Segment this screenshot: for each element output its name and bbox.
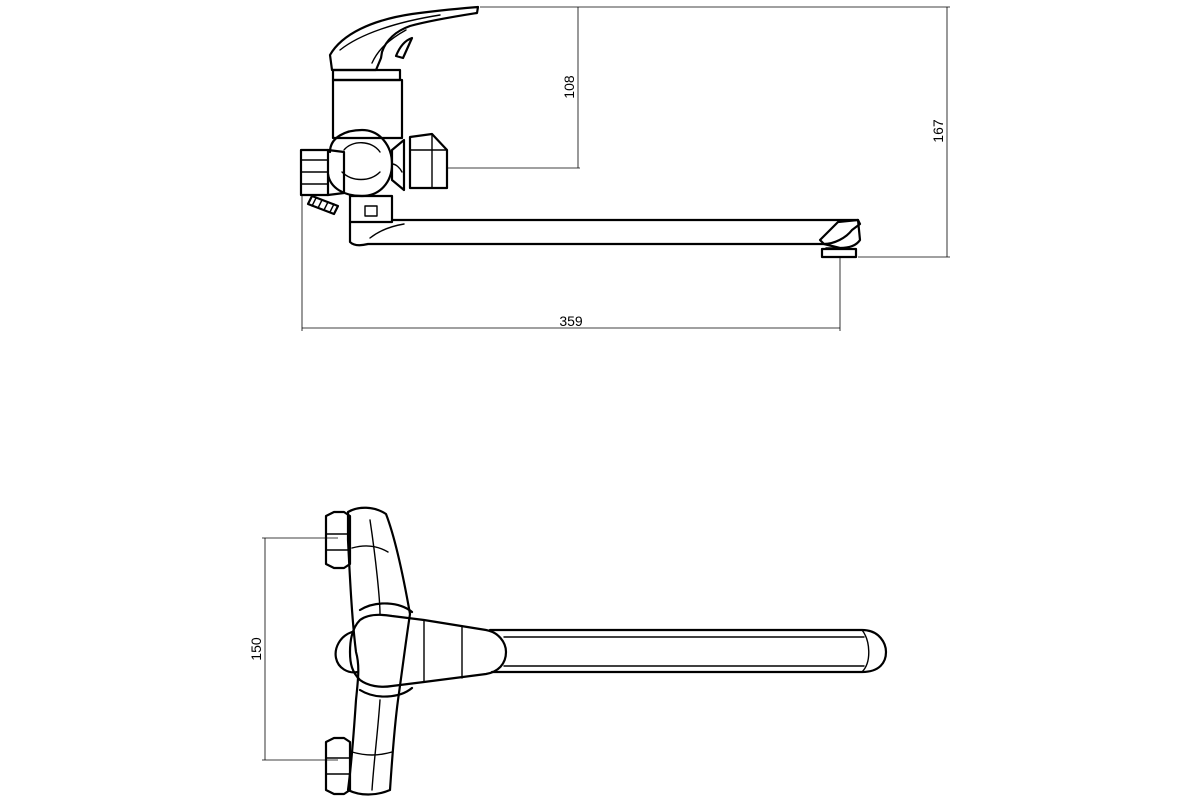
side-threaded-connector <box>306 194 340 216</box>
side-view: 108 167 359 <box>299 5 950 331</box>
dimension-150: 150 <box>248 537 338 761</box>
dimension-108: 108 <box>447 6 580 169</box>
side-body <box>331 68 404 140</box>
dimension-167: 167 <box>580 6 950 258</box>
top-central-dome <box>334 602 414 698</box>
dimension-150-label: 150 <box>248 637 264 661</box>
top-view: 150 <box>248 506 888 796</box>
dimension-167-label: 167 <box>930 119 946 143</box>
side-handle-lever <box>328 5 480 72</box>
side-spout <box>348 218 862 259</box>
side-diverter <box>326 128 403 198</box>
top-handle <box>348 613 508 688</box>
top-body <box>346 506 412 796</box>
top-upper-hex-nut <box>324 510 352 570</box>
dimension-359-label: 359 <box>559 313 583 329</box>
side-left-hex-nut <box>299 148 346 197</box>
top-spout <box>488 628 888 674</box>
side-spout-collar <box>348 194 394 224</box>
side-right-eccentric <box>390 132 449 192</box>
top-lower-hex-nut <box>324 736 352 796</box>
dimension-359: 359 <box>301 196 841 331</box>
dimension-108-label: 108 <box>561 75 577 99</box>
